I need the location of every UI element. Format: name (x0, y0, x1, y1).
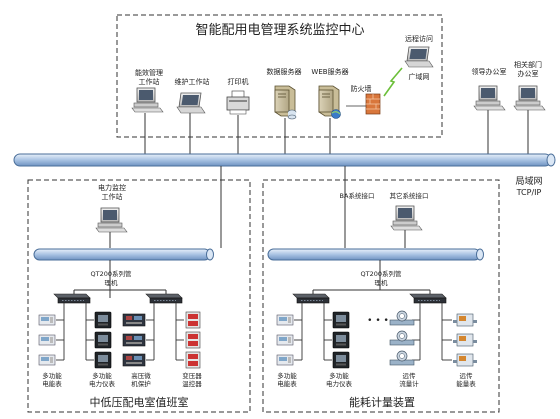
leader-pc-icon[interactable] (473, 85, 506, 111)
energy-ws-label-1: 能效管理 (135, 68, 163, 77)
left-ws-label-1: 电力监控 (98, 183, 126, 192)
energy-meter-icon (38, 334, 56, 346)
printer-label: 打印机 (228, 77, 249, 86)
right-dev2-label-1: 多功能 (329, 371, 349, 380)
right-dev1-label-2: 电能表 (277, 379, 297, 388)
energy-meter-icon (38, 354, 56, 366)
related-pc-icon[interactable] (513, 85, 546, 111)
left-room-box (27, 179, 251, 413)
left-dev3-label-1: 高压微 (131, 371, 151, 380)
left-switch-label-1: QT200系列管 (91, 269, 132, 278)
related-office-label-2: 办公室 (518, 69, 539, 78)
firewall-label: 防火墙 (351, 84, 372, 93)
protection-relay-icon (122, 333, 146, 347)
left-dev2-label-1: 多功能 (92, 371, 112, 380)
globe-icon (331, 109, 341, 119)
other-interface-label: 其它系统接口 (390, 191, 429, 200)
left-monitor-ws-icon[interactable] (95, 207, 128, 233)
interface-pc-icon[interactable] (390, 205, 423, 231)
left-room-title: 中低压配电室值班室 (90, 395, 189, 409)
maint-ws-label: 维护工作站 (175, 77, 210, 86)
left-dev1-label-1: 多功能 (42, 371, 62, 380)
power-instrument-icon (332, 331, 350, 349)
power-instrument-icon (94, 311, 112, 329)
ellipsis-dots: • • • (367, 316, 389, 326)
left-dev3-label-2: 机保护 (131, 379, 151, 388)
left-switch-label-2: 理机 (105, 278, 119, 287)
lan-bus (13, 153, 556, 167)
right-dev4-label-1: 远传 (460, 371, 474, 380)
energy-meter-icon (276, 354, 294, 366)
flow-meter-icon (389, 350, 415, 366)
control-center-title: 智能配用电管理系统监控中心 (195, 23, 364, 38)
wan-label: 广域网 (409, 72, 430, 81)
left-dev2-label-2: 电力仪表 (89, 379, 116, 388)
left-dev4-label-2: 温控器 (182, 379, 202, 388)
leader-office-label: 领导办公室 (472, 67, 507, 76)
right-subnet-bus (267, 248, 484, 261)
temp-controller-icon (185, 331, 201, 349)
remote-access-label: 远程访问 (405, 34, 433, 43)
energy-calorimeter-icon (452, 353, 478, 367)
energy-meter-icon (276, 314, 294, 326)
energy-meter-icon (38, 314, 56, 326)
right-switch-label-2: 理机 (375, 278, 389, 287)
ba-interface-label: BA系统接口 (340, 191, 375, 200)
temp-controller-icon (185, 311, 201, 329)
database-icon (287, 109, 297, 120)
right-switch-a-icon[interactable] (292, 293, 330, 304)
energy-ws-label-2: 工作站 (139, 77, 160, 86)
power-instrument-icon (94, 331, 112, 349)
right-dev1-label-1: 多功能 (277, 371, 297, 380)
laptop-icon[interactable] (176, 92, 206, 114)
power-instrument-icon (94, 351, 112, 369)
left-switch-b-icon[interactable] (145, 293, 183, 304)
energy-calorimeter-icon (452, 313, 478, 327)
left-subnet-bus (33, 248, 214, 261)
related-office-label-1: 相关部门 (514, 60, 542, 69)
energy-meter-icon (276, 334, 294, 346)
flow-meter-icon (389, 330, 415, 346)
firewall-icon (365, 93, 381, 115)
right-dev4-label-2: 能量表 (456, 379, 476, 388)
left-ws-label-2: 工作站 (102, 192, 123, 201)
temp-controller-icon (185, 351, 201, 369)
energy-ws-icon[interactable] (131, 87, 164, 113)
right-room-box (262, 179, 500, 413)
printer-icon[interactable] (226, 90, 250, 115)
right-switch-b-icon[interactable] (409, 293, 447, 304)
center-drop-lines (144, 110, 529, 155)
protection-relay-icon (122, 353, 146, 367)
right-dev2-label-2: 电力仪表 (326, 379, 353, 388)
right-switch-label-1: QT200系列管 (361, 269, 402, 278)
db-server-label: 数据服务器 (267, 67, 302, 76)
power-instrument-icon (332, 351, 350, 369)
right-room-title: 能耗计量装置 (349, 395, 415, 409)
lan-protocol-label: TCP/IP (516, 188, 542, 197)
control-center-box (116, 14, 443, 138)
flow-meter-icon (389, 310, 415, 326)
right-device-links (294, 303, 452, 361)
left-switch-a-icon[interactable] (53, 293, 91, 304)
left-dev1-label-2: 电能表 (42, 379, 62, 388)
remote-laptop-icon[interactable] (404, 46, 434, 68)
left-dev4-label-1: 变压器 (182, 371, 202, 380)
power-instrument-icon (332, 311, 350, 329)
left-device-links (56, 303, 184, 361)
lightning-icon (383, 67, 403, 97)
web-server-label: WEB服务器 (311, 67, 348, 76)
right-dev3-label-1: 远传 (403, 371, 417, 380)
protection-relay-icon (122, 313, 146, 327)
right-dev3-label-2: 流量计 (399, 379, 419, 388)
energy-calorimeter-icon (452, 333, 478, 347)
lan-label: 局域网 (515, 175, 542, 187)
